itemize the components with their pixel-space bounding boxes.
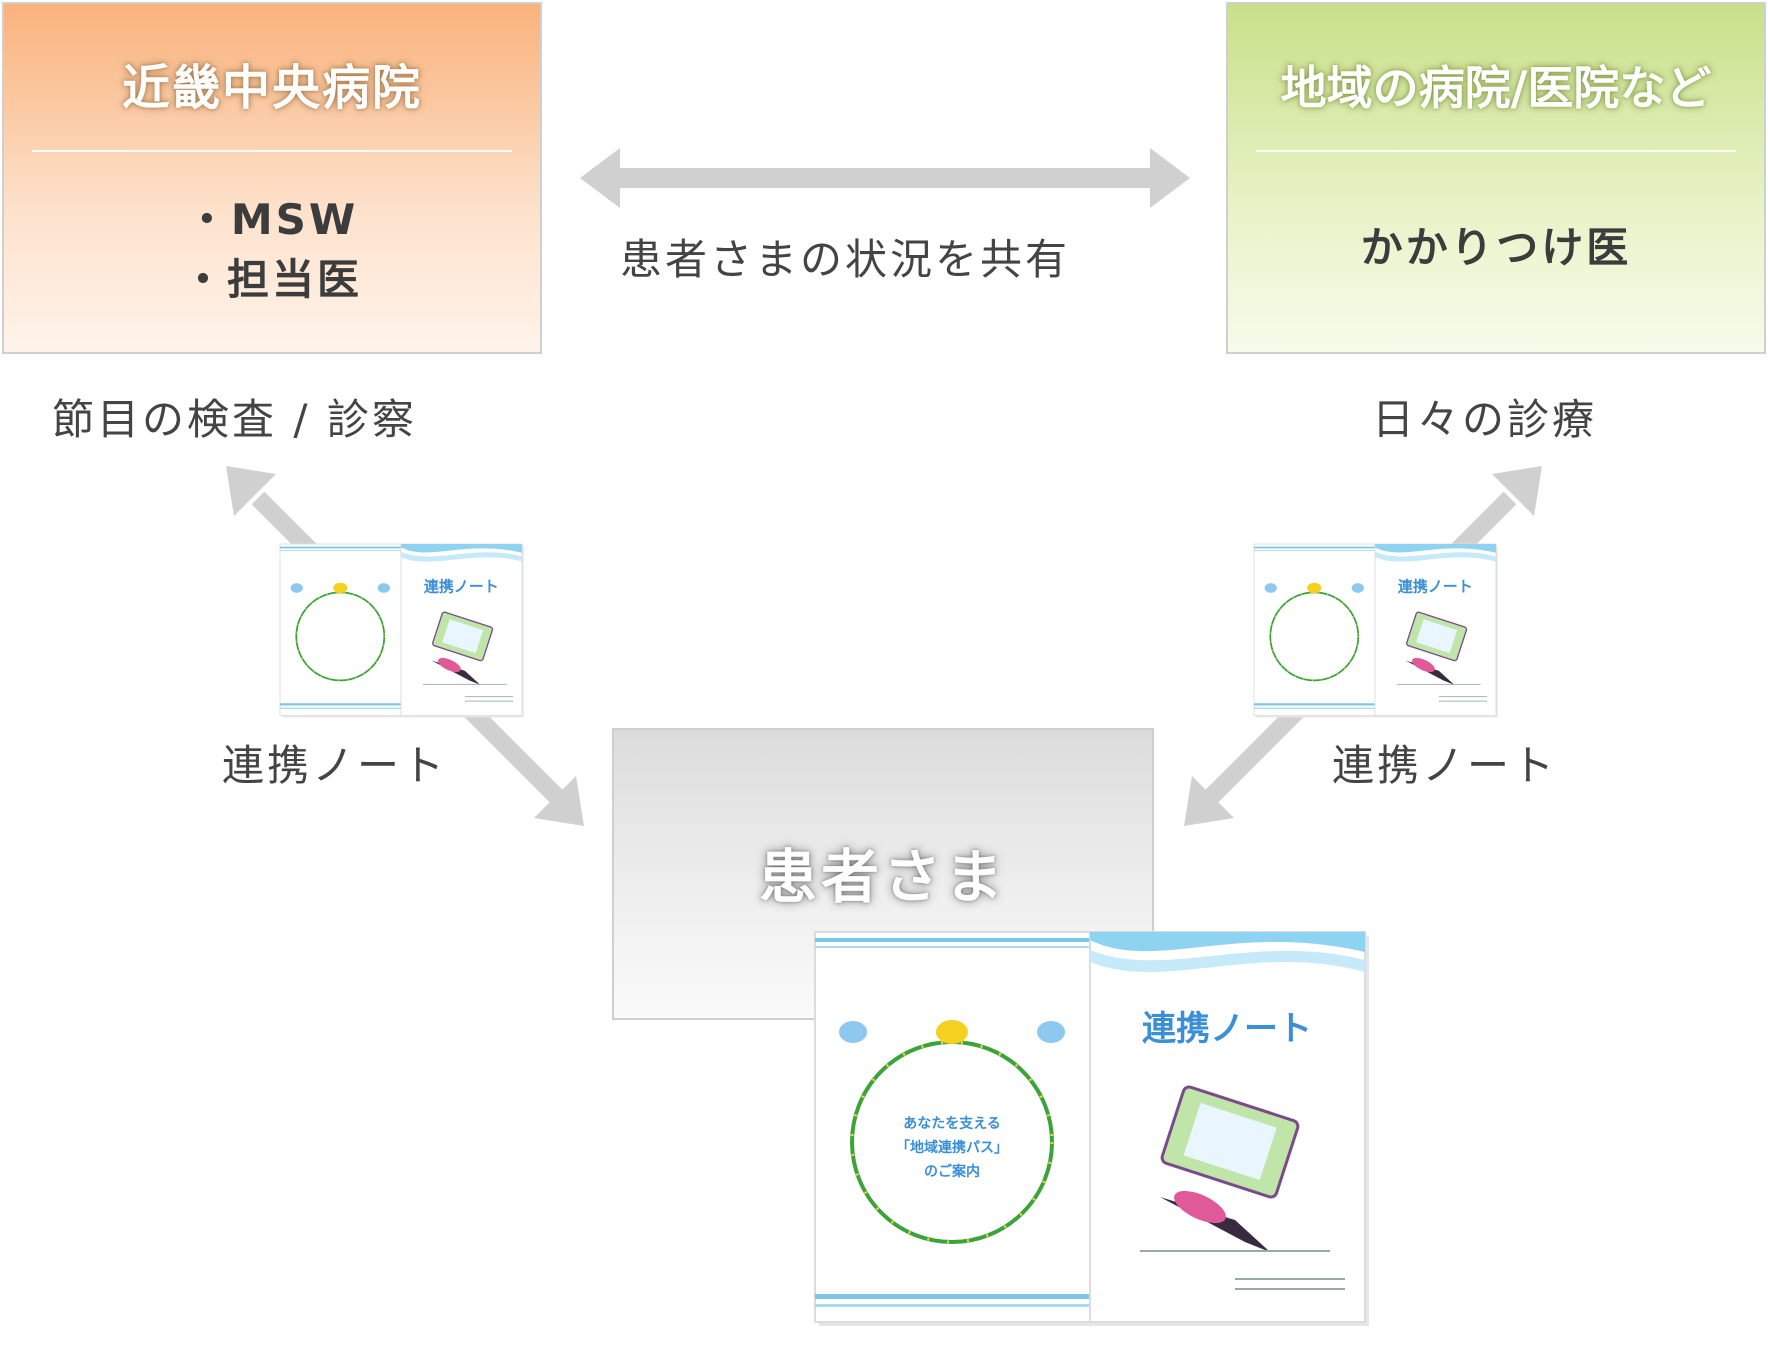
patient-title: 患者さま <box>758 843 1007 911</box>
large-notebook-title: 連携ノート <box>1142 1009 1312 1049</box>
share-double-arrow <box>580 148 1190 208</box>
small-notebook-left: 連携ノート <box>279 543 525 719</box>
large-notebook-cover-line-1: あなたを支える <box>903 1115 1001 1132</box>
hospital-staff-list: ・MSW ・担当医 <box>4 190 540 310</box>
note-label-left: 連携ノート <box>222 741 448 790</box>
large-notebook-cover-line-2: 「地域連携パス」 <box>896 1139 1008 1156</box>
note-label-right: 連携ノート <box>1332 741 1558 790</box>
share-status-label: 患者さまの状況を共有 <box>620 235 1071 284</box>
local-clinic-title: 地域の病院/医院など <box>1280 61 1712 115</box>
small-notebook-right-title: 連携ノート <box>1398 578 1473 596</box>
checkup-caption: 節目の検査 / 診察 <box>52 395 417 444</box>
large-notebook-cover-line-3: のご案内 <box>924 1163 980 1180</box>
local-clinic-role: かかりつけ医 <box>1360 223 1632 272</box>
hospital-staff-msw: ・MSW <box>185 195 359 244</box>
hospital-box: 近畿中央病院 ・MSW ・担当医 <box>2 2 542 354</box>
large-notebook: 連携ノート あなたを支える 「地域連携パス」 のご案内 <box>813 930 1371 1328</box>
hospital-title: 近畿中央病院 <box>121 60 422 116</box>
local-clinic-box: 地域の病院/医院など かかりつけ医 <box>1226 2 1766 354</box>
small-notebook-left-title: 連携ノート <box>424 578 499 596</box>
hospital-divider <box>32 150 512 152</box>
small-notebook-right: 連携ノート <box>1253 543 1499 719</box>
local-clinic-divider <box>1256 150 1736 152</box>
daily-care-caption: 日々の診療 <box>1372 395 1598 444</box>
hospital-staff-doctor: ・担当医 <box>181 255 362 304</box>
